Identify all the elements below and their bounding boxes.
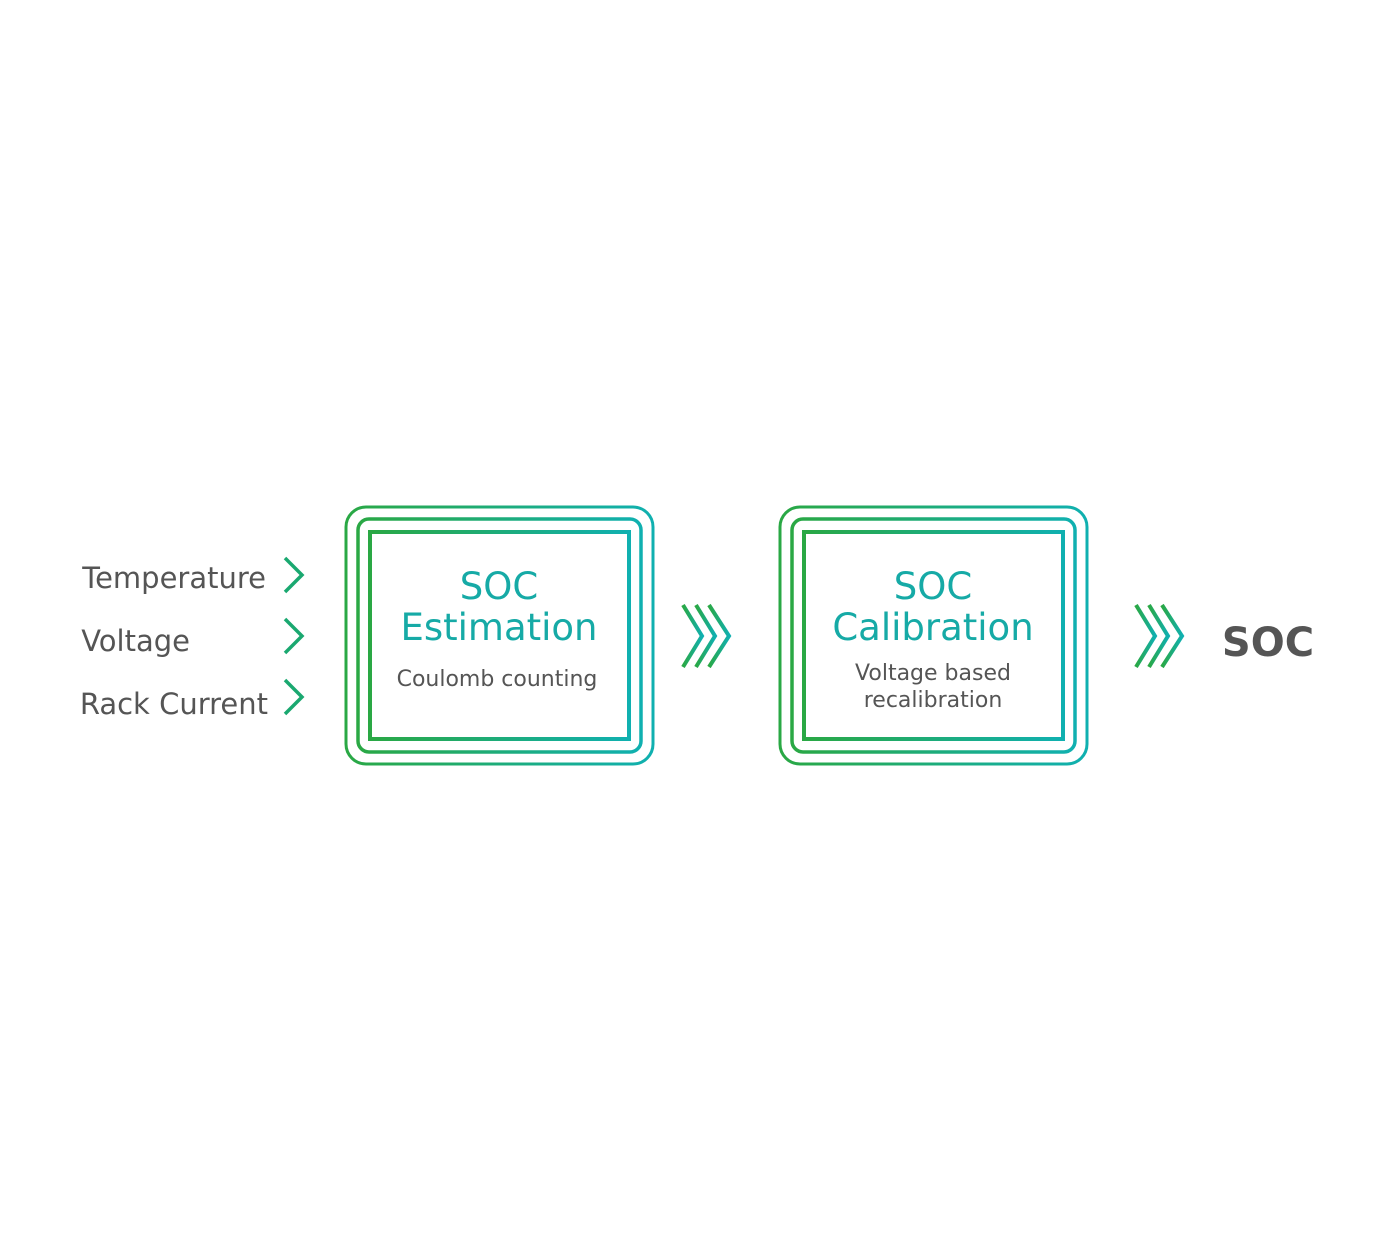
chevron-right-icon [283, 617, 305, 655]
input-temperature: Temperature [81, 561, 266, 595]
stage-soc-calibration: SOC Calibration Voltage based recalibrat… [778, 505, 1089, 766]
input-voltage: Voltage [81, 624, 190, 658]
stage-subtitle: Coulomb counting [397, 667, 598, 692]
stage-title: SOC [894, 565, 972, 608]
stage-subtitle: Voltage based [855, 661, 1011, 686]
output-soc: SOC [1222, 620, 1314, 666]
chevron-right-icon [283, 556, 305, 594]
input-chevron-icons [283, 556, 305, 716]
input-rack-current: Rack Current [80, 687, 268, 721]
stage-subtitle: recalibration [864, 688, 1003, 713]
triple-chevron-icon [1134, 603, 1185, 669]
stage-title: SOC [460, 565, 538, 608]
chevron-right-icon [283, 678, 305, 716]
triple-chevron-icon [681, 603, 732, 669]
stage-title: Calibration [832, 606, 1033, 649]
stage-title: Estimation [400, 606, 597, 649]
stage-soc-estimation: SOC Estimation Coulomb counting [344, 505, 655, 766]
